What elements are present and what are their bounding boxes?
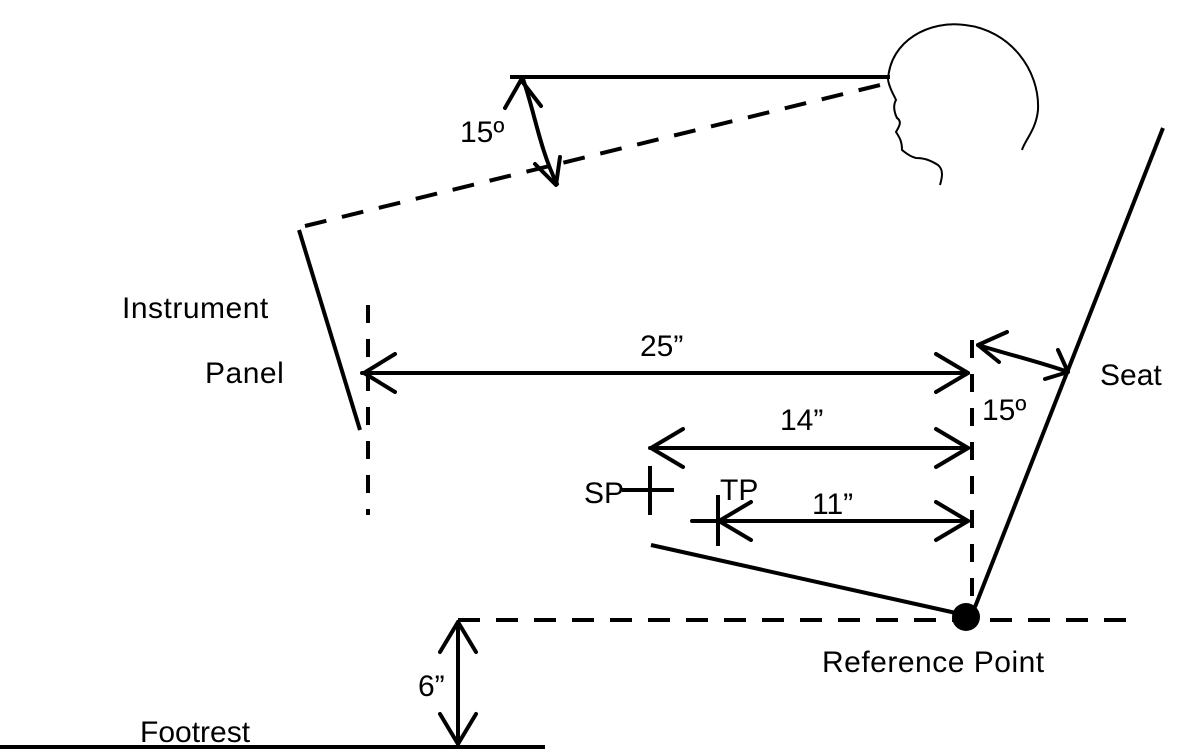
seat-cushion-line (650, 543, 966, 617)
eye-angle-arrowhead-bottom (533, 155, 562, 187)
seat-angle-arrowhead-left (976, 330, 1009, 364)
dim-25-label: 25” (640, 330, 683, 363)
seat-back-line (973, 127, 1165, 608)
seat-label: Seat (1100, 359, 1162, 392)
reference-point-label: Reference Point (822, 646, 1045, 679)
seat-angle-arrowhead-right (1043, 348, 1070, 381)
sp-label: SP (584, 477, 624, 510)
seat-angle-arc (976, 343, 1070, 374)
seat-angle-label: 15º (982, 394, 1026, 427)
dim-25-arrowhead-right (934, 352, 970, 394)
dim-14-label: 14” (780, 404, 823, 437)
dim-11-arrowhead-right (934, 500, 970, 542)
instrument-label-line1: Instrument (122, 292, 269, 325)
dim-14-arrowhead-right (934, 427, 970, 469)
footrest-label: Footrest (140, 716, 251, 749)
dim-25-arrowhead-left (362, 352, 397, 394)
instrument-label-line2: Panel (205, 357, 284, 390)
dim-11-label: 11” (812, 488, 853, 521)
dim-6-label: 6” (418, 670, 445, 703)
head-profile (887, 23, 1040, 186)
line-of-sight-dashed (304, 83, 881, 228)
eye-angle-label: 15º (460, 116, 504, 149)
dim-6-arrowhead-bottom (438, 712, 478, 746)
dim-6-arrowhead-top (438, 620, 478, 654)
dim-11-arrowhead-left (717, 500, 753, 542)
reference-point-dot (952, 603, 980, 631)
eye-angle-arrowhead-top (503, 78, 543, 110)
dim-14-arrowhead-left (649, 427, 685, 469)
instrument-panel-line (297, 229, 362, 431)
